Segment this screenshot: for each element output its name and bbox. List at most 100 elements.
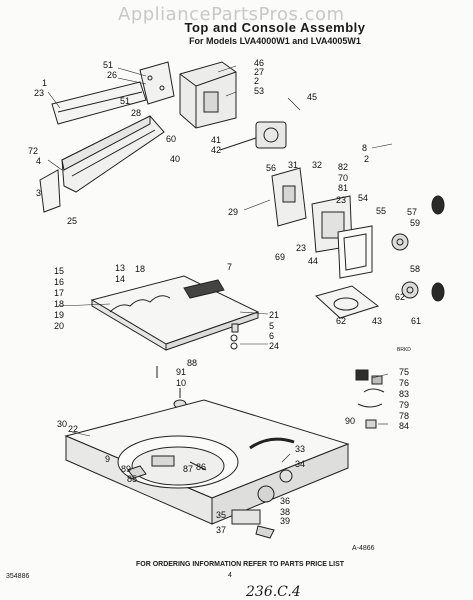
top-cover bbox=[90, 275, 260, 351]
callout-label: 62 bbox=[395, 292, 405, 302]
diagram-title: Top and Console Assembly bbox=[184, 20, 366, 35]
callout-label: 31 bbox=[288, 160, 298, 170]
callout-label: 15 bbox=[54, 266, 64, 276]
callout-label: 58 bbox=[410, 264, 420, 274]
leader-lines bbox=[47, 65, 393, 463]
callout-label: 46 bbox=[254, 58, 264, 68]
callout-label: 2 bbox=[254, 76, 259, 86]
callout-label: 42 bbox=[211, 145, 221, 155]
callout-label: 14 bbox=[115, 274, 125, 284]
callout-label: 23 bbox=[296, 243, 306, 253]
callout-label: 34 bbox=[295, 459, 305, 469]
callout-label: 40 bbox=[170, 154, 180, 164]
callout-label: 23 bbox=[336, 195, 346, 205]
callout-label: 83 bbox=[399, 389, 409, 399]
callout-label: 1 bbox=[42, 78, 47, 88]
callout-label: 51 bbox=[103, 60, 113, 70]
pressure-switch-parts bbox=[355, 369, 385, 429]
callout-label: 44 bbox=[308, 256, 318, 266]
document-id: 354886 bbox=[6, 573, 30, 580]
motor-switch-unit bbox=[219, 121, 287, 151]
switch-mounting-panel bbox=[271, 167, 307, 227]
callout-label: 6 bbox=[269, 331, 274, 341]
callout-label: 76 bbox=[399, 378, 409, 388]
callout-label: 70 bbox=[338, 173, 348, 183]
callout-label: 22 bbox=[68, 424, 78, 434]
lid-switch bbox=[127, 455, 207, 479]
callout-label: 29 bbox=[228, 207, 238, 217]
callout-label: 10 bbox=[176, 378, 186, 388]
callout-label: 13 bbox=[115, 263, 125, 273]
callout-label: 8 bbox=[362, 143, 367, 153]
callout-label: 91 bbox=[176, 367, 186, 377]
control-knob bbox=[391, 233, 409, 251]
callout-label: 61 bbox=[411, 316, 421, 326]
callout-label: 17 bbox=[54, 288, 64, 298]
callout-label: 69 bbox=[275, 252, 285, 262]
callout-label: 35 bbox=[216, 510, 226, 520]
callout-label: 41 bbox=[211, 135, 221, 145]
figure-reference: A-4866 bbox=[352, 545, 375, 552]
page-number: 4 bbox=[228, 572, 232, 579]
callout-label: 32 bbox=[312, 160, 322, 170]
callout-label: 62 bbox=[336, 316, 346, 326]
callout-label: 26 bbox=[107, 70, 117, 80]
control-knob bbox=[401, 281, 419, 299]
callout-label: 79 bbox=[399, 400, 409, 410]
callout-labels: 51 26 46 27 2 53 45 1 23 51 28 60 41 42 … bbox=[28, 58, 421, 535]
timer-housing bbox=[179, 61, 237, 129]
small-note: BRKD bbox=[397, 347, 411, 353]
callout-label: 88 bbox=[187, 358, 197, 368]
callout-label: 9 bbox=[105, 454, 110, 464]
handwritten-note: 236.C.4 bbox=[246, 584, 301, 600]
callout-label: 78 bbox=[399, 411, 409, 421]
callout-label: 57 bbox=[407, 207, 417, 217]
callout-label: 24 bbox=[269, 341, 279, 351]
callout-label: 2 bbox=[364, 154, 369, 164]
callout-label: 60 bbox=[166, 134, 176, 144]
callout-label: 16 bbox=[54, 277, 64, 287]
callout-label: 36 bbox=[280, 496, 290, 506]
callout-label: 28 bbox=[131, 108, 141, 118]
callout-label: 30 bbox=[57, 419, 67, 429]
callout-label: 85 bbox=[127, 474, 137, 484]
console-back-panel bbox=[51, 81, 147, 125]
callout-label: 56 bbox=[266, 163, 276, 173]
callout-label: 20 bbox=[54, 321, 64, 331]
callout-label: 90 bbox=[345, 416, 355, 426]
callout-label: 27 bbox=[254, 67, 264, 77]
callout-label: 51 bbox=[120, 96, 130, 106]
console-front-panel bbox=[39, 115, 165, 213]
callout-label: 5 bbox=[269, 321, 274, 331]
callout-label: 45 bbox=[307, 92, 317, 102]
callout-label: 18 bbox=[54, 299, 64, 309]
callout-label: 72 bbox=[28, 146, 38, 156]
callout-label: 86 bbox=[196, 462, 206, 472]
hinge-assembly-inset bbox=[231, 469, 293, 539]
control-knob bbox=[431, 195, 445, 302]
ordering-footer: FOR ORDERING INFORMATION REFER TO PARTS … bbox=[135, 561, 345, 568]
callout-label: 18 bbox=[135, 264, 145, 274]
callout-label: 84 bbox=[399, 421, 409, 431]
callout-label: 54 bbox=[358, 193, 368, 203]
callout-label: 4 bbox=[36, 156, 41, 166]
callout-label: 59 bbox=[410, 218, 420, 228]
callout-label: 39 bbox=[280, 516, 290, 526]
diagram-subtitle: For Models LVA4000W1 and LVA4005W1 bbox=[189, 36, 361, 46]
callout-label: 81 bbox=[338, 183, 348, 193]
callout-label: 43 bbox=[372, 316, 382, 326]
callout-label: 38 bbox=[280, 507, 290, 517]
watermark: AppliancePartsPros.com bbox=[118, 4, 345, 25]
callout-label: 89 bbox=[121, 464, 131, 474]
callout-label: 3 bbox=[36, 188, 41, 198]
callout-label: 23 bbox=[34, 88, 44, 98]
callout-label: 87 bbox=[183, 464, 193, 474]
callout-label: 21 bbox=[269, 310, 279, 320]
callout-label: 53 bbox=[254, 86, 264, 96]
callout-label: 82 bbox=[338, 162, 348, 172]
control-bracket-plate bbox=[139, 61, 175, 105]
callout-label: 7 bbox=[227, 262, 232, 272]
callout-label: 33 bbox=[295, 444, 305, 454]
